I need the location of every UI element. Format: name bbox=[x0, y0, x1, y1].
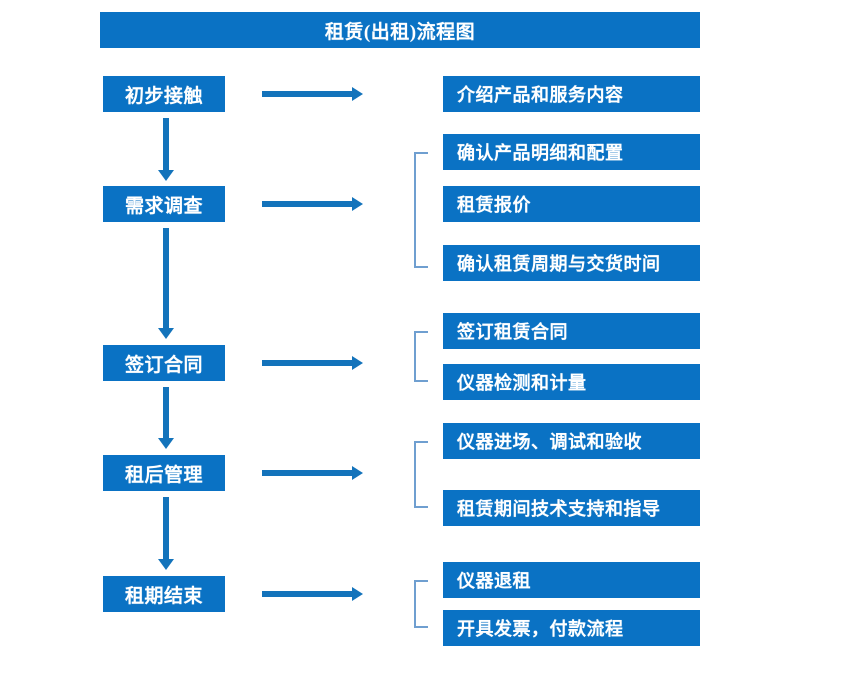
group-bracket-2 bbox=[414, 152, 428, 268]
stage-box-3[interactable]: 签订合同 bbox=[103, 345, 225, 381]
detail-box-4[interactable]: 确认租赁周期与交货时间 bbox=[443, 245, 700, 281]
diagram-title: 租赁(出租)流程图 bbox=[100, 12, 700, 48]
group-bracket-4 bbox=[414, 441, 428, 508]
stage-box-1[interactable]: 初步接触 bbox=[103, 76, 225, 112]
group-bracket-3 bbox=[414, 331, 428, 382]
detail-box-7[interactable]: 仪器进场、调试和验收 bbox=[443, 423, 700, 459]
detail-box-6[interactable]: 仪器检测和计量 bbox=[443, 364, 700, 400]
detail-box-10[interactable]: 开具发票，付款流程 bbox=[443, 610, 700, 646]
stage-box-4[interactable]: 租后管理 bbox=[103, 455, 225, 491]
detail-box-8[interactable]: 租赁期间技术支持和指导 bbox=[443, 490, 700, 526]
stage-box-5[interactable]: 租期结束 bbox=[103, 576, 225, 612]
detail-box-9[interactable]: 仪器退租 bbox=[443, 562, 700, 598]
detail-box-5[interactable]: 签订租赁合同 bbox=[443, 313, 700, 349]
detail-box-3[interactable]: 租赁报价 bbox=[443, 186, 700, 222]
group-bracket-5 bbox=[414, 580, 428, 628]
detail-box-2[interactable]: 确认产品明细和配置 bbox=[443, 134, 700, 170]
detail-box-1[interactable]: 介绍产品和服务内容 bbox=[443, 76, 700, 112]
stage-box-2[interactable]: 需求调查 bbox=[103, 186, 225, 222]
